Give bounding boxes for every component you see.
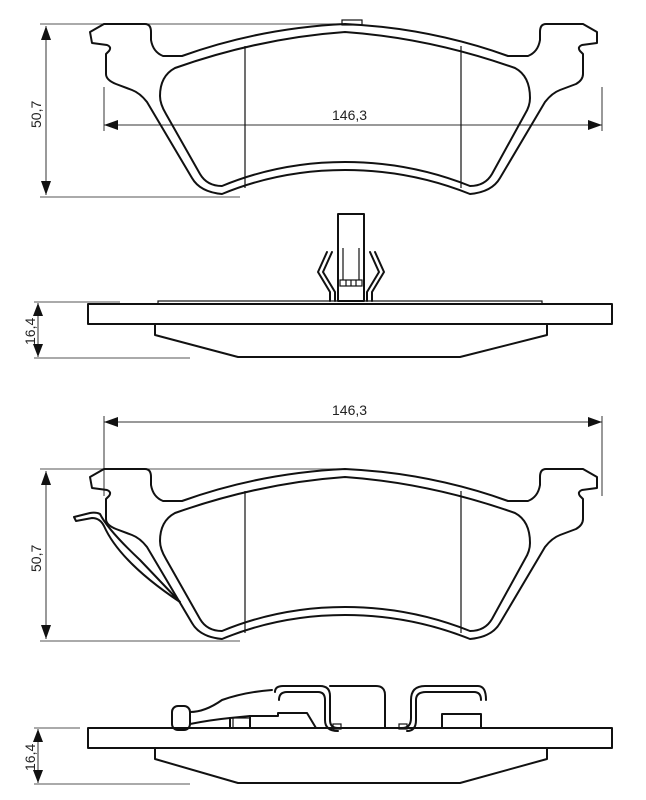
height-label-bottom: 50,7 xyxy=(28,545,44,572)
height-label-top: 50,7 xyxy=(28,101,44,128)
width-label-bottom: 146,3 xyxy=(332,402,367,418)
front-view-top: 146,3 50,7 xyxy=(28,19,603,198)
width-label-top: 146,3 xyxy=(332,107,367,123)
front-view-bottom: 146,3 50,7 xyxy=(28,402,603,642)
thickness-label-top: 16,4 xyxy=(22,318,38,345)
side-view-bottom: 16,4 xyxy=(22,685,613,785)
thickness-label-bottom: 16,4 xyxy=(22,744,38,771)
side-view-top: 16,4 xyxy=(22,213,613,359)
